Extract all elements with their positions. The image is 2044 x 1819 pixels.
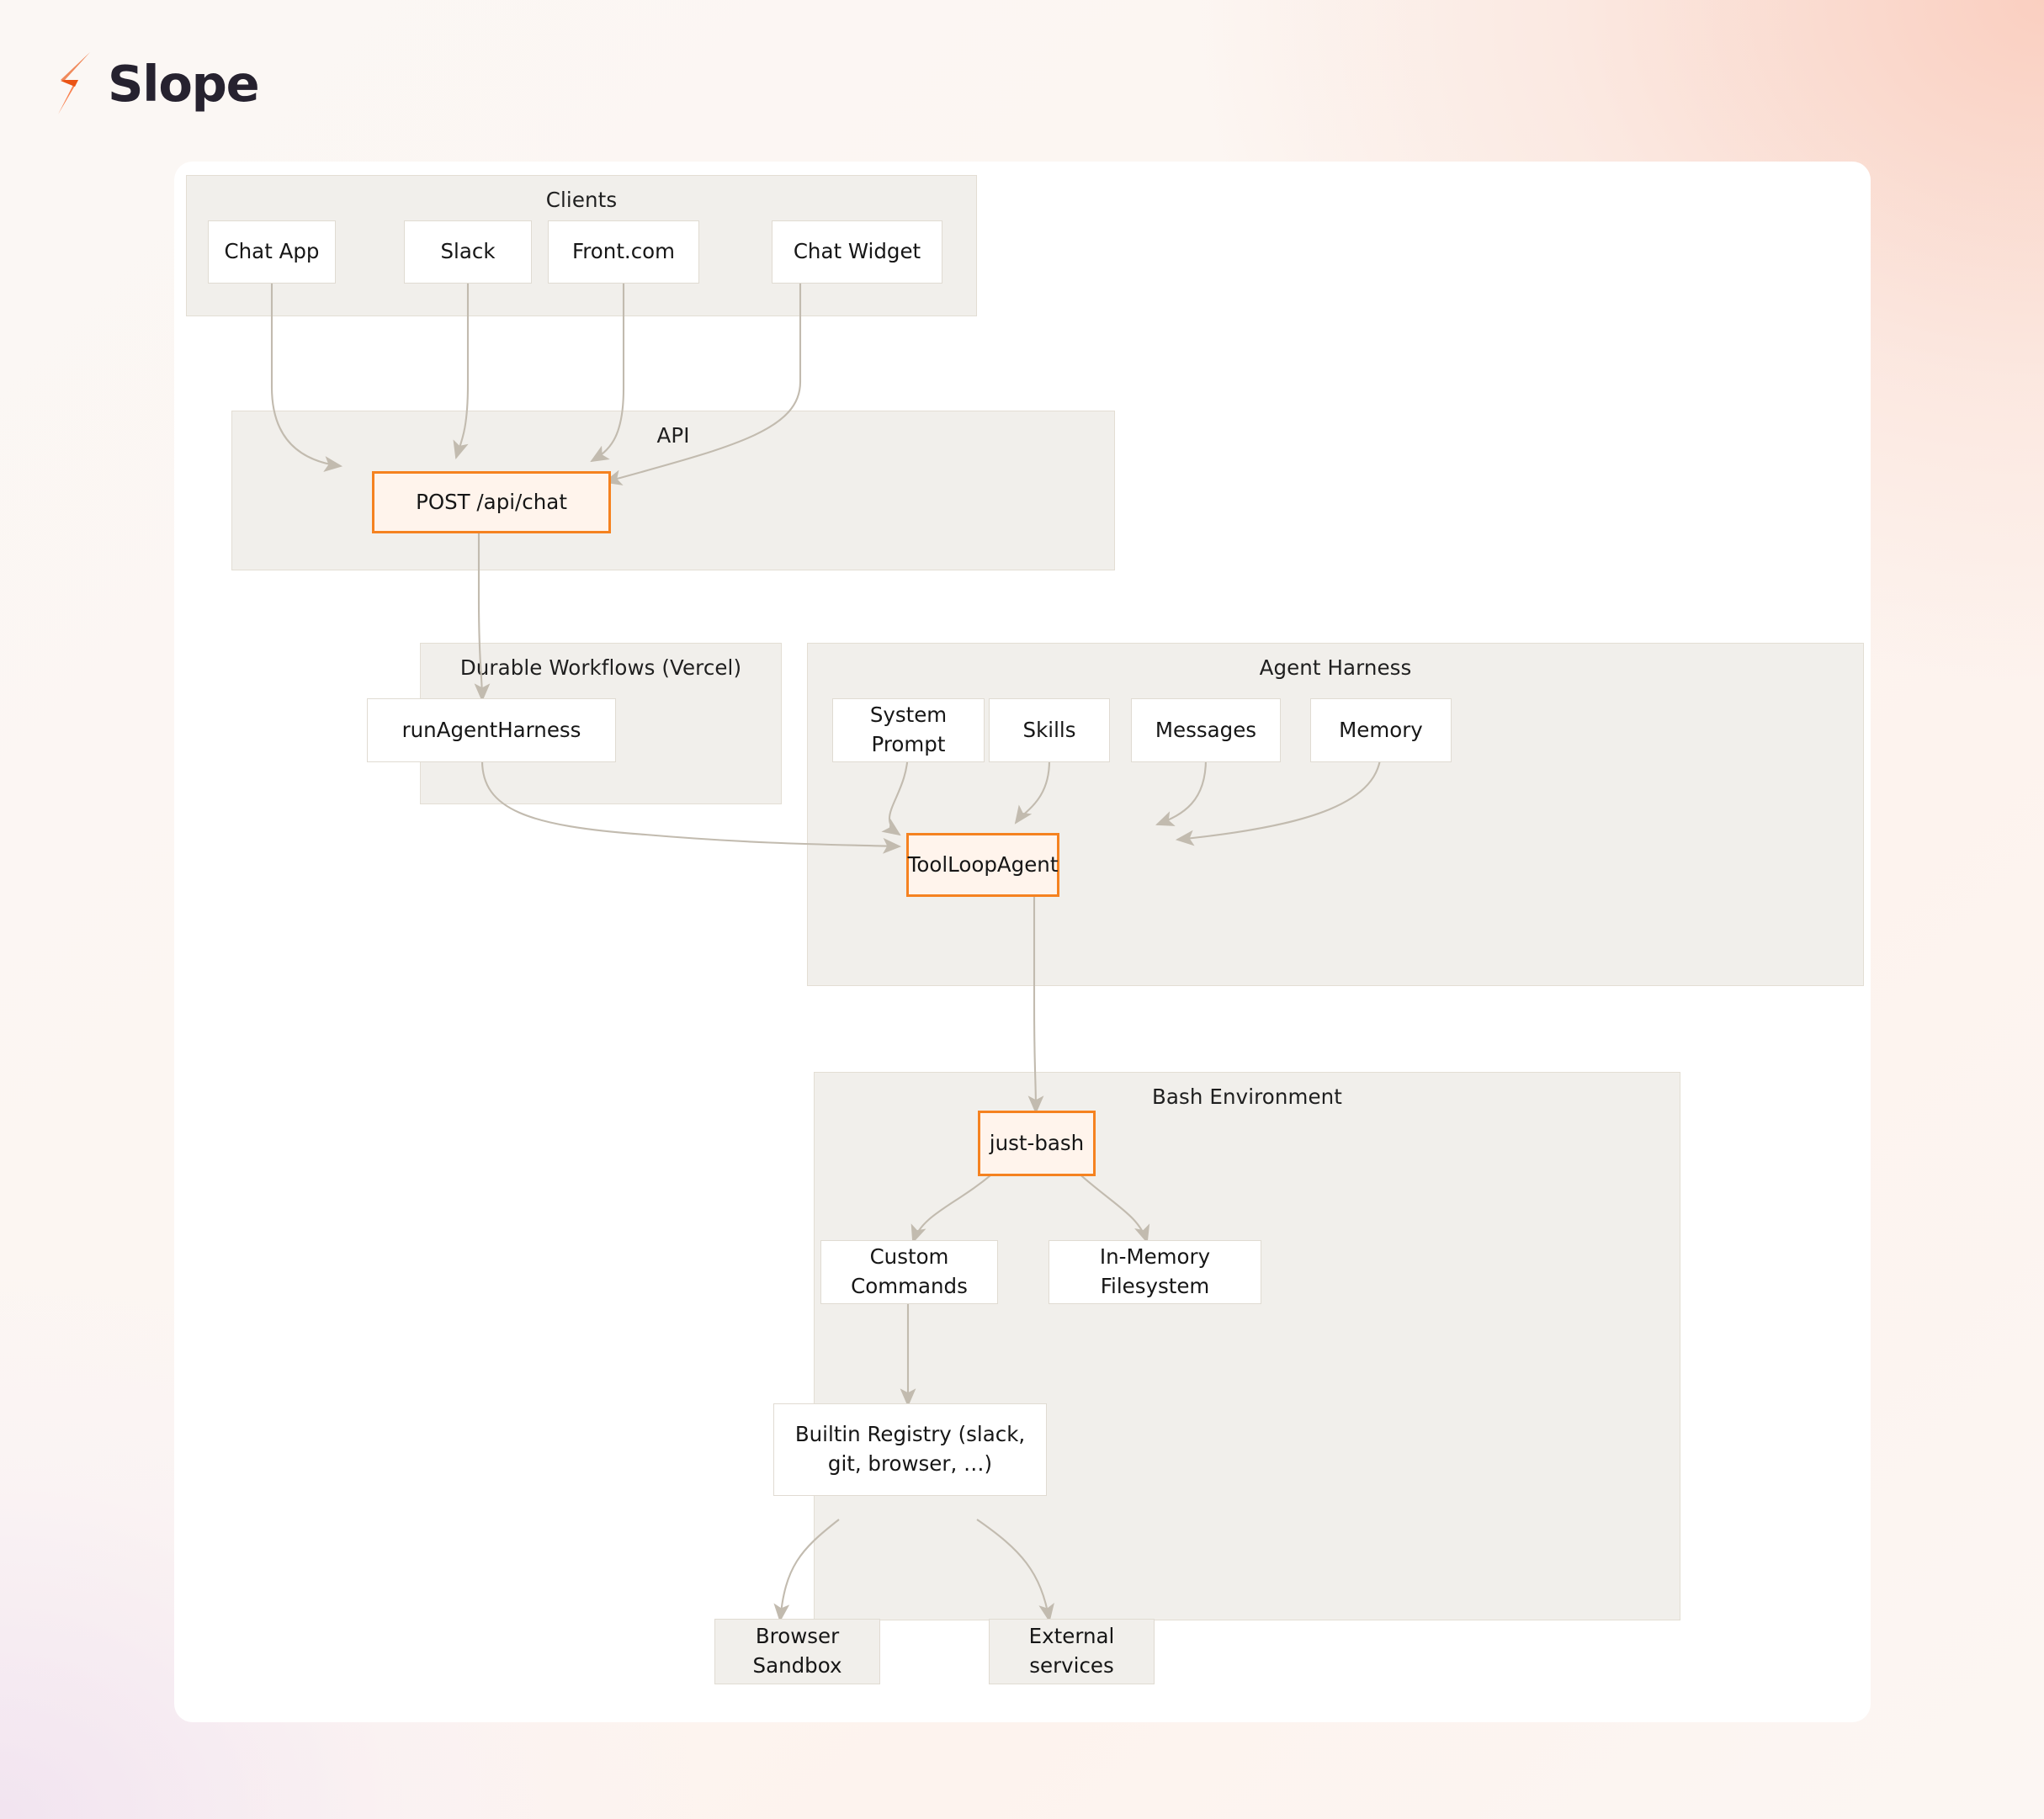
node-browser-sandbox-label: Browser Sandbox (752, 1624, 842, 1678)
cluster-agent-harness: Agent Harness (807, 643, 1864, 986)
node-external-services[interactable]: External services (989, 1619, 1155, 1684)
node-skills[interactable]: Skills (989, 698, 1110, 762)
node-builtin-registry-label: Builtin Registry (slack, git, browser, …… (794, 1422, 1026, 1476)
node-messages[interactable]: Messages (1131, 698, 1281, 762)
node-tool-loop-agent-label: ToolLoopAgent (907, 851, 1059, 877)
node-post-api-chat-label: POST /api/chat (416, 489, 567, 514)
cluster-clients-title: Clients (545, 188, 618, 212)
diagram-card: Clients API Durable Workflows (Vercel) A… (174, 162, 1871, 1722)
node-memory[interactable]: Memory (1310, 698, 1452, 762)
node-system-prompt-label: System Prompt (869, 703, 948, 756)
node-run-agent-harness[interactable]: runAgentHarness (367, 698, 616, 762)
node-external-services-label: External services (1028, 1624, 1115, 1678)
node-front-com[interactable]: Front.com (548, 220, 699, 284)
node-run-agent-harness-label: runAgentHarness (401, 717, 581, 742)
node-slack[interactable]: Slack (404, 220, 532, 284)
node-builtin-registry[interactable]: Builtin Registry (slack, git, browser, …… (773, 1403, 1047, 1496)
node-system-prompt[interactable]: System Prompt (832, 698, 985, 762)
node-just-bash[interactable]: just-bash (978, 1111, 1096, 1176)
node-just-bash-label: just-bash (989, 1130, 1085, 1155)
node-custom-commands[interactable]: Custom Commands (820, 1240, 998, 1304)
node-custom-commands-label: Custom Commands (851, 1244, 968, 1298)
cluster-bash-environment: Bash Environment (814, 1072, 1680, 1620)
node-messages-label: Messages (1155, 717, 1257, 742)
node-post-api-chat[interactable]: POST /api/chat (372, 471, 611, 533)
brand-wordmark: Slope (108, 54, 260, 113)
node-browser-sandbox[interactable]: Browser Sandbox (714, 1619, 880, 1684)
node-slack-label: Slack (440, 239, 496, 264)
cluster-bash-environment-title: Bash Environment (1152, 1085, 1342, 1109)
lightning-bolt-icon (58, 52, 90, 114)
node-chat-widget[interactable]: Chat Widget (772, 220, 942, 284)
node-tool-loop-agent[interactable]: ToolLoopAgent (906, 833, 1059, 897)
cluster-durable-workflows-title: Durable Workflows (Vercel) (459, 655, 742, 680)
architecture-diagram: Clients API Durable Workflows (Vercel) A… (174, 162, 1871, 1722)
cluster-api: API (231, 411, 1115, 570)
brand-logo: Slope (52, 52, 260, 114)
cluster-agent-harness-title: Agent Harness (1259, 655, 1412, 680)
node-in-memory-filesystem[interactable]: In-Memory Filesystem (1049, 1240, 1261, 1304)
node-chat-app[interactable]: Chat App (208, 220, 336, 284)
node-chat-widget-label: Chat Widget (793, 239, 921, 264)
node-memory-label: Memory (1339, 717, 1423, 742)
node-in-memory-filesystem-label: In-Memory Filesystem (1099, 1244, 1211, 1298)
node-chat-app-label: Chat App (224, 239, 320, 264)
node-front-com-label: Front.com (571, 239, 676, 264)
node-skills-label: Skills (1022, 717, 1076, 742)
cluster-api-title: API (656, 423, 690, 448)
